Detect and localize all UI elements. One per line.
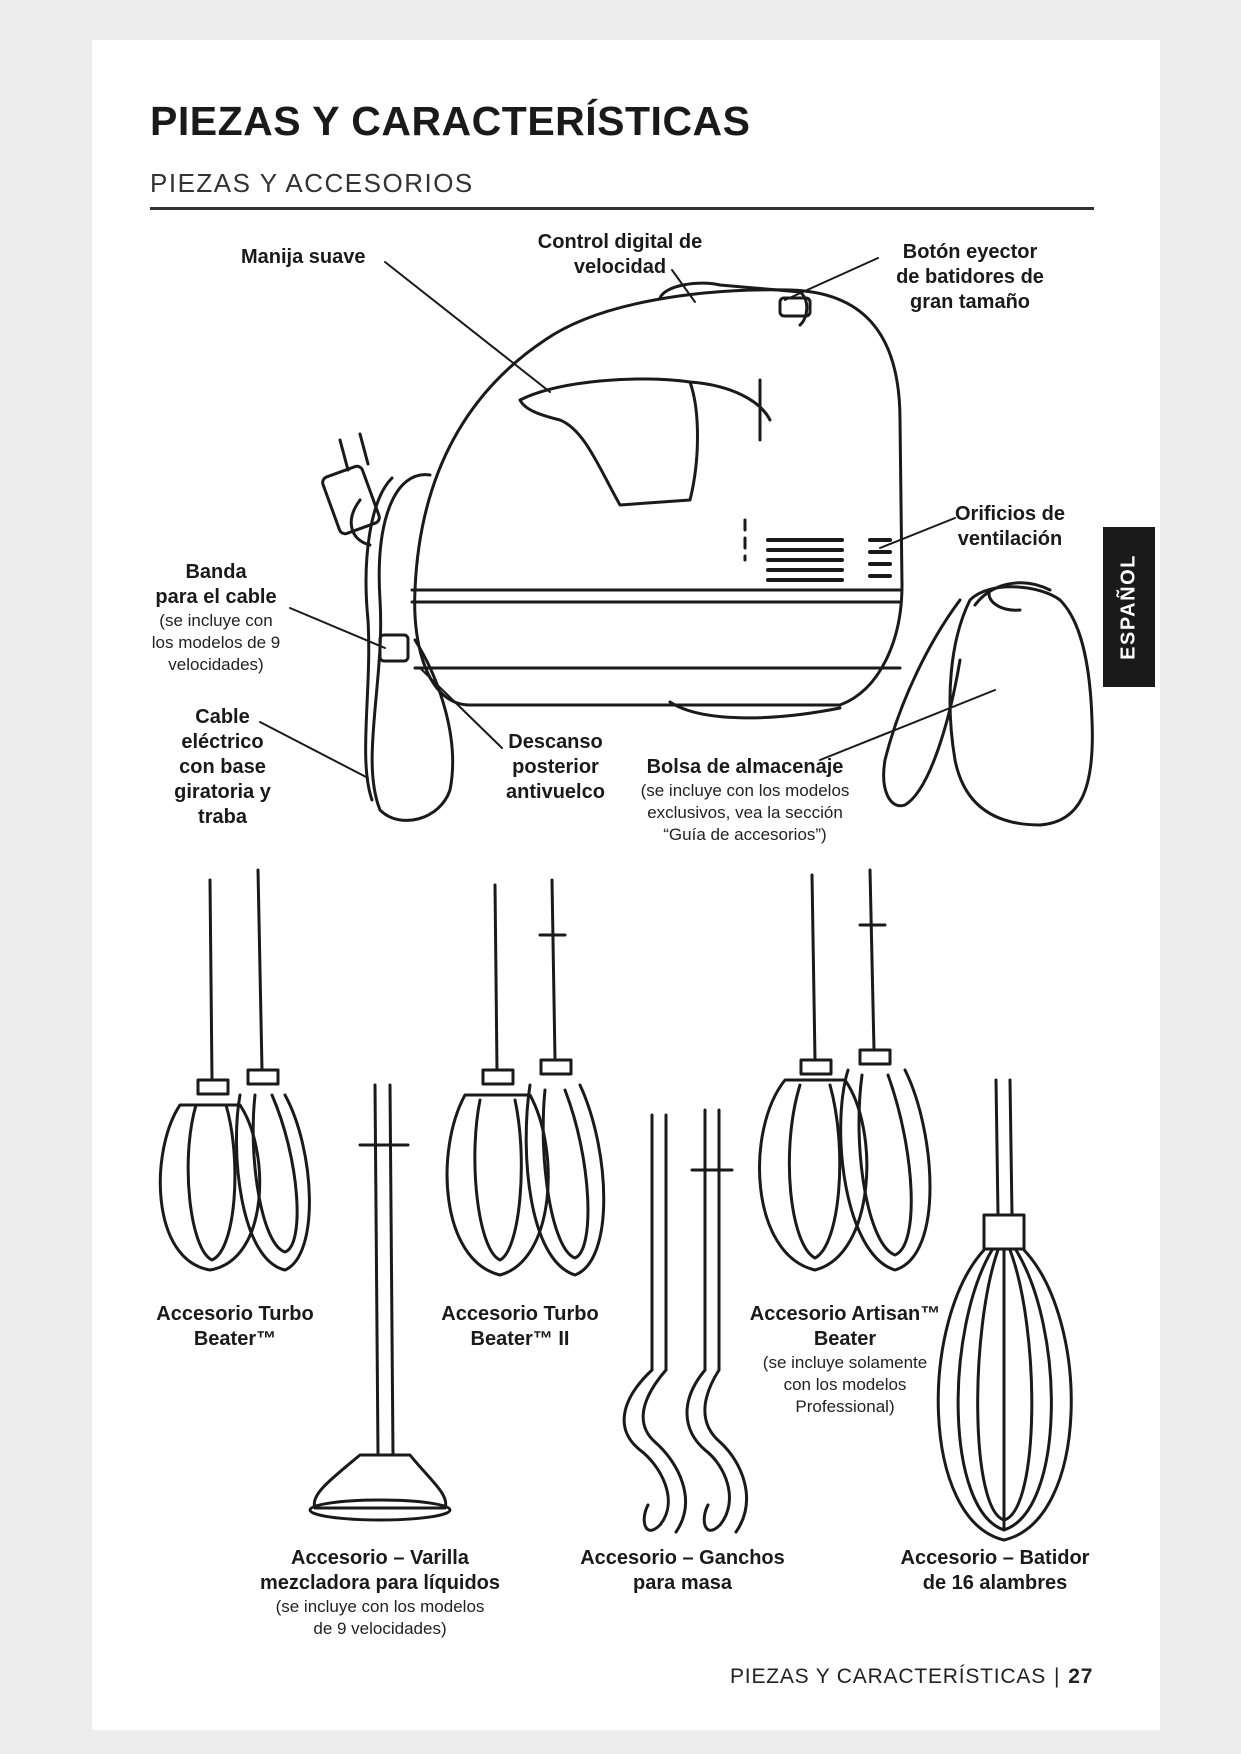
page-number: 27 xyxy=(1068,1665,1093,1688)
label-blender-rod: Accesorio – Varilla mezcladora para líqu… xyxy=(235,1546,525,1640)
label-cord-band: Banda para el cable (se incluye con los … xyxy=(130,560,302,676)
leader-lines xyxy=(260,258,995,778)
turbo-beater-ii-drawing xyxy=(447,880,604,1275)
label-artisan-beater: Accesorio Artisan™ Beater (se incluye so… xyxy=(730,1302,960,1418)
label-digital-speed-control: Control digital de velocidad xyxy=(520,230,720,280)
label-turbo-beater-ii: Accesorio Turbo Beater™ II xyxy=(425,1302,615,1352)
footer-separator: | xyxy=(1054,1665,1060,1688)
dough-hooks-drawing xyxy=(624,1110,746,1532)
footer-section: PIEZAS Y CARACTERÍSTICAS xyxy=(730,1665,1046,1688)
storage-bag-drawing xyxy=(884,583,1093,825)
label-power-cord: Cable eléctrico con base giratoria y tra… xyxy=(160,705,285,830)
label-soft-handle: Manija suave xyxy=(241,245,366,270)
label-whisk: Accesorio – Batidor de 16 alambres xyxy=(880,1546,1110,1596)
artisan-beater-drawing xyxy=(760,870,930,1270)
label-dough-hooks: Accesorio – Ganchos para masa xyxy=(565,1546,800,1596)
label-eject-button: Botón eyector de batidores de gran tamañ… xyxy=(860,240,1080,315)
label-storage-bag: Bolsa de almacenaje (se incluye con los … xyxy=(620,755,870,846)
page-footer: PIEZAS Y CARACTERÍSTICAS | 27 xyxy=(730,1665,1093,1689)
label-vents: Orificios de ventilación xyxy=(945,502,1075,552)
label-heel-rest: Descanso posterior antivuelco xyxy=(498,730,613,805)
label-turbo-beater: Accesorio Turbo Beater™ xyxy=(140,1302,330,1352)
turbo-beater-drawing xyxy=(160,870,309,1270)
